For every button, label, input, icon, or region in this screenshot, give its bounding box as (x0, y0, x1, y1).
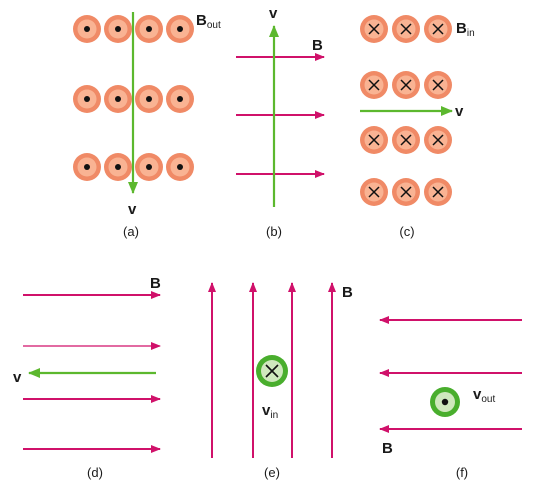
field-into-page-symbol (360, 126, 388, 154)
cross-icon (265, 364, 279, 378)
dot-icon (177, 164, 183, 170)
cross-icon (432, 23, 444, 35)
field-into-page-symbol (424, 126, 452, 154)
velocity-label: v (455, 103, 464, 120)
field-label-b: B (382, 440, 393, 457)
panel-label-a: (a) (123, 224, 139, 239)
cross-icon (368, 79, 380, 91)
field-label-b: B (342, 284, 353, 301)
field-into-page-symbol (392, 15, 420, 43)
velocity-label: v (13, 369, 22, 386)
field-out-of-page-symbol (135, 153, 163, 181)
cross-icon (432, 186, 444, 198)
field-label-b-in: Bin (456, 20, 475, 39)
dot-icon (177, 96, 183, 102)
field-into-page-symbol (360, 71, 388, 99)
field-out-of-page-symbol (166, 85, 194, 113)
panel-f: vout B (f) (379, 316, 522, 480)
dot-icon (84, 26, 90, 32)
field-out-of-page-symbol (104, 15, 132, 43)
dot-icon (441, 398, 449, 406)
field-into-page-symbol (360, 15, 388, 43)
field-into-page-symbol (424, 178, 452, 206)
cross-icon (400, 23, 412, 35)
field-out-of-page-symbol (73, 85, 101, 113)
cross-icon (368, 134, 380, 146)
panel-c: v Bin (c) (360, 15, 475, 239)
panel-e: B vin (e) (208, 282, 353, 480)
panel-label-c: (c) (399, 224, 414, 239)
velocity-label: v (128, 201, 137, 218)
field-into-page-symbol (392, 126, 420, 154)
field-out-of-page-symbol (104, 153, 132, 181)
field-out-of-page-symbol (166, 153, 194, 181)
field-out-of-page-symbol (104, 85, 132, 113)
cross-icon (432, 79, 444, 91)
dot-icon (146, 26, 152, 32)
field-into-page-symbol (424, 71, 452, 99)
field-out-of-page-symbol (135, 15, 163, 43)
dot-icon (146, 96, 152, 102)
dot-icon (146, 164, 152, 170)
field-label-b: B (150, 275, 161, 292)
dot-icon (115, 96, 121, 102)
cross-icon (368, 23, 380, 35)
dot-icon (177, 26, 183, 32)
panel-label-d: (d) (87, 465, 103, 480)
panel-label-b: (b) (266, 224, 282, 239)
dot-icon (115, 26, 121, 32)
cross-icon (432, 134, 444, 146)
cross-icon (400, 79, 412, 91)
cross-icon (400, 134, 412, 146)
field-into-page-symbol (360, 178, 388, 206)
panel-label-f: (f) (456, 465, 468, 480)
field-label-b-out: Bout (196, 12, 221, 31)
cross-icon (400, 186, 412, 198)
field-out-of-page-symbol (73, 15, 101, 43)
velocity-label-v-in: vin (262, 402, 278, 421)
velocity-label: v (269, 5, 278, 22)
field-into-page-symbol (392, 71, 420, 99)
cross-icon (368, 186, 380, 198)
field-label-b: B (312, 37, 323, 54)
field-into-page-grid (360, 15, 452, 206)
dot-icon (115, 164, 121, 170)
field-out-of-page-symbol (73, 153, 101, 181)
field-out-of-page-symbol (135, 85, 163, 113)
field-into-page-symbol (424, 15, 452, 43)
panel-a: Bout v (a) (73, 12, 221, 239)
field-out-of-page-grid (73, 15, 194, 181)
velocity-label-v-out: vout (473, 386, 495, 405)
panel-d: B v (d) (13, 275, 161, 480)
dot-icon (84, 96, 90, 102)
field-into-page-symbol (392, 178, 420, 206)
dot-icon (84, 164, 90, 170)
panel-label-e: (e) (264, 465, 280, 480)
panel-b: v B (b) (236, 5, 325, 239)
field-out-of-page-symbol (166, 15, 194, 43)
